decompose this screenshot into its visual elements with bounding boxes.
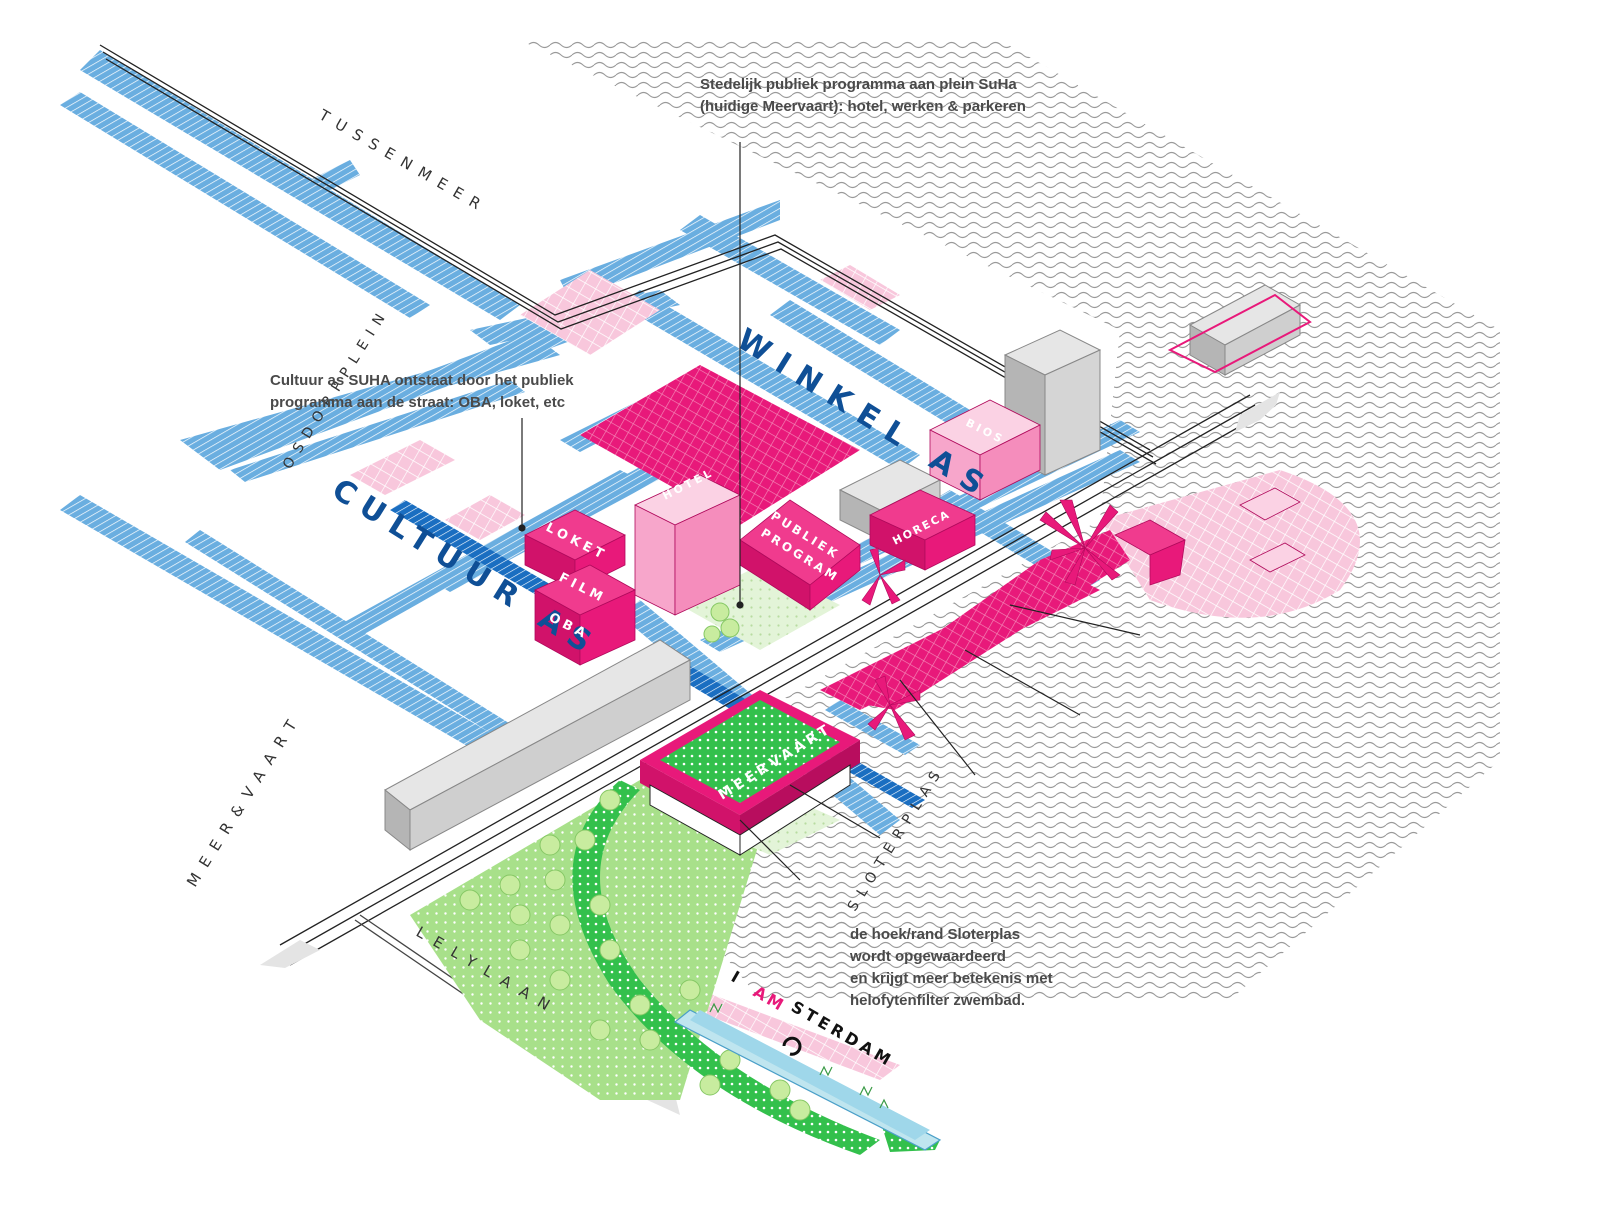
helofytenfilter-pool — [673, 1002, 942, 1151]
annotation-bottom-line-3: en krijgt meer betekenis met — [850, 970, 1053, 987]
gray-volumes — [384, 284, 1302, 852]
meervaart-building — [640, 690, 860, 856]
rotate-icon — [782, 1036, 802, 1056]
annotation-left-line-2: programma aan de straat: OBA, loket, etc — [270, 394, 566, 411]
annotation-left-line-1: Cultuur as SUHA ontstaat door het publie… — [270, 372, 574, 389]
annotation-bottom-line-4: helofytenfilter zwembad. — [850, 992, 1026, 1009]
leader-lines — [518, 142, 1141, 881]
pavilion-outline — [1167, 293, 1312, 374]
annotation-bottom-line-1: de hoek/rand Sloterplas — [850, 926, 1021, 943]
annotation-top: Stedelijk publiek programma aan plein Su… — [700, 74, 1026, 118]
iamsterdam-i: I — [728, 967, 743, 986]
annotation-bottom: de hoek/rand Sloterplas wordt opgewaarde… — [850, 924, 1053, 1012]
street-label-meer-en-vaart: MEER&VAART — [183, 709, 306, 890]
program-buildings — [524, 399, 1306, 666]
annotation-top-line-2: (huidige Meervaart): hotel, werken & par… — [700, 98, 1026, 115]
rail-lines — [99, 44, 1261, 1061]
magenta-promenade — [580, 365, 1130, 710]
annotation-top-line-1: Stedelijk publiek programma aan plein Su… — [700, 76, 1017, 93]
pink-plazas — [350, 265, 1360, 1080]
magenta-fans — [861, 499, 1121, 741]
annotation-left: Cultuur as SUHA ontstaat door het publie… — [270, 370, 574, 414]
trees — [459, 602, 811, 1121]
annotation-bottom-line-2: wordt opgewaardeerd — [850, 948, 1006, 965]
